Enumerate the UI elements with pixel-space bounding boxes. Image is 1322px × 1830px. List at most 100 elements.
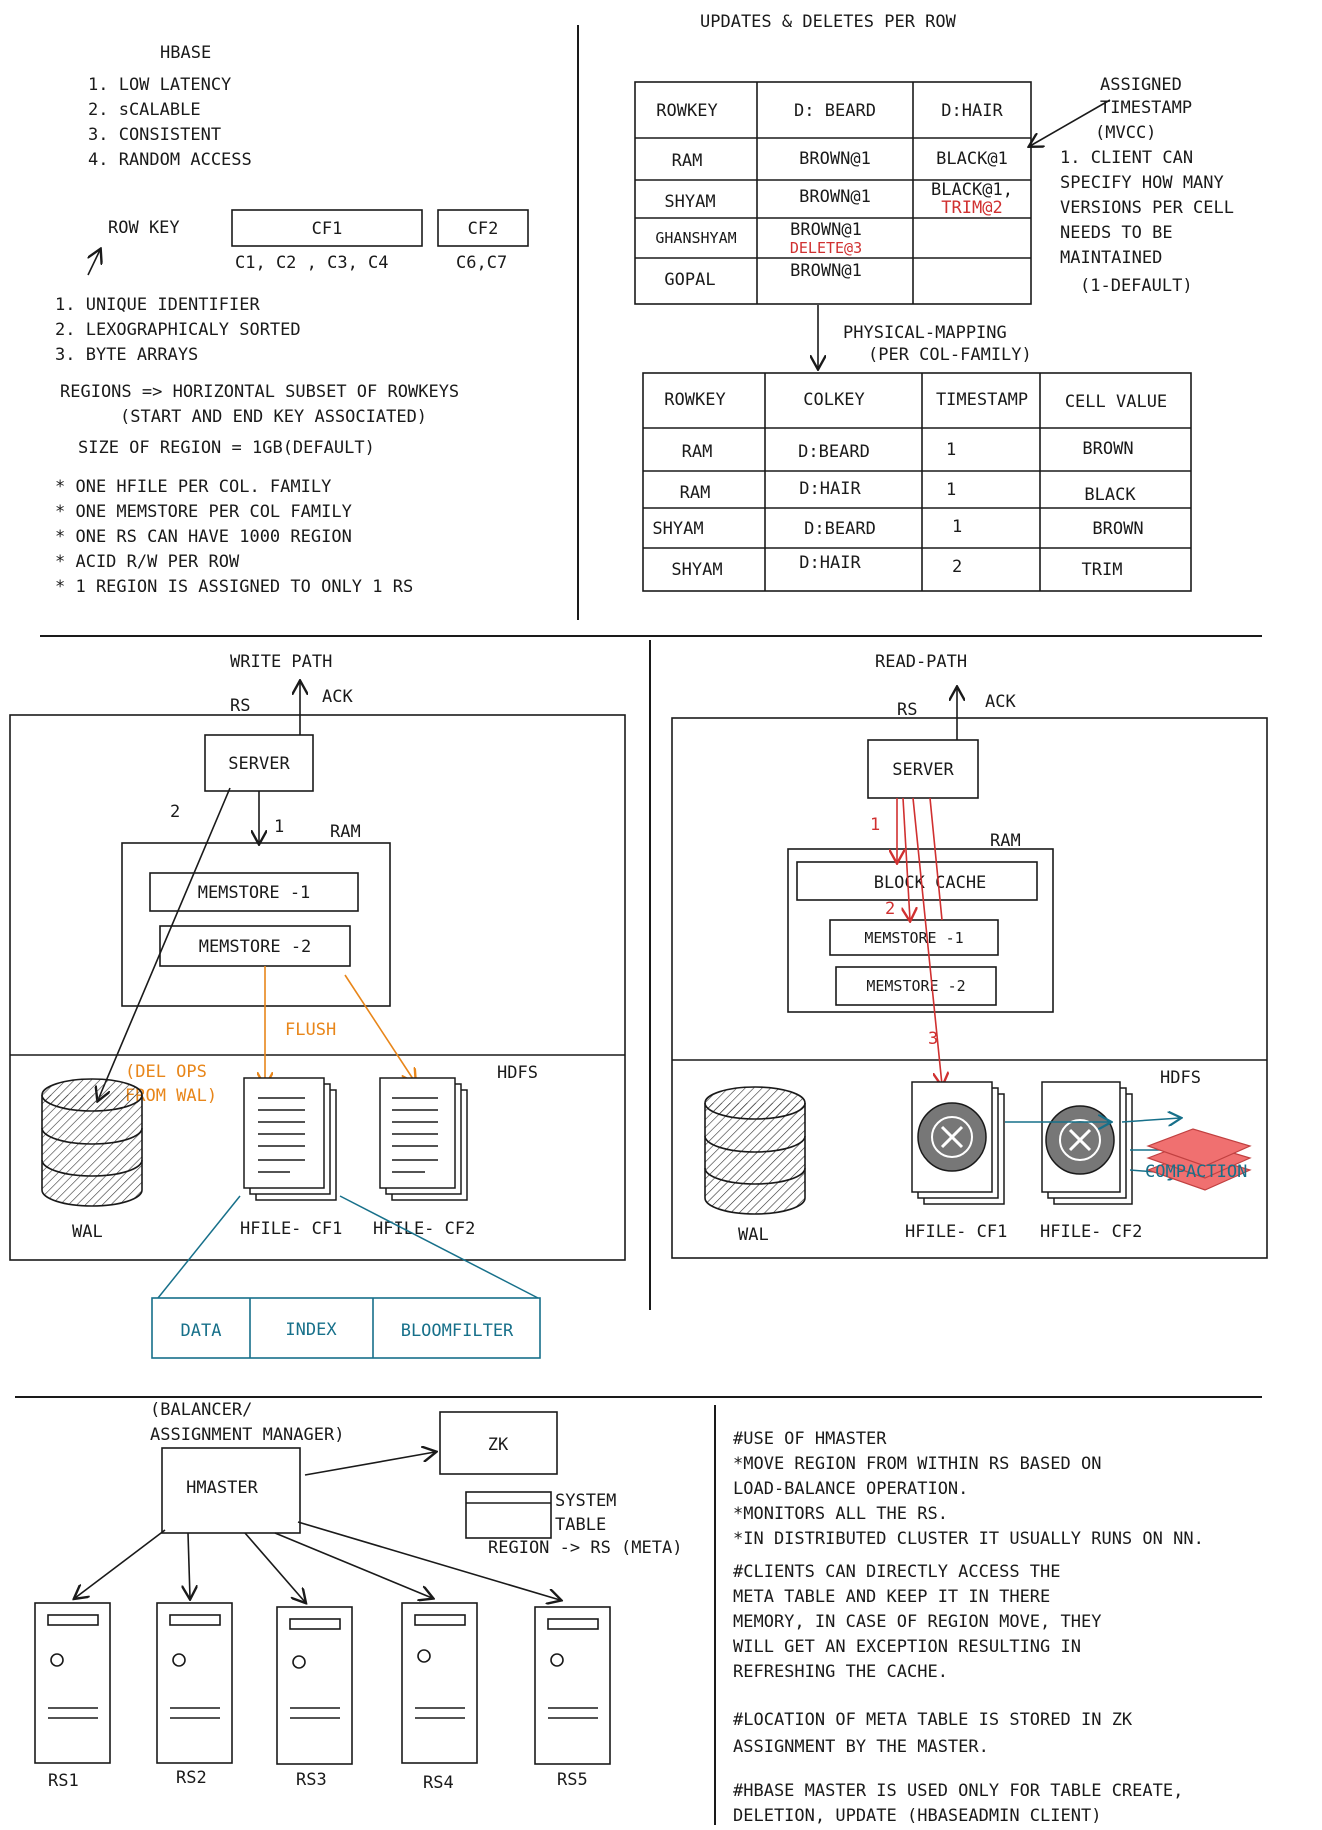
cf2-columns: C6,C7 [456,253,507,273]
physical-cell: SHYAM [652,519,703,539]
cf1-columns: C1, C2 , C3, C4 [235,253,389,273]
bullet-item: * 1 REGION IS ASSIGNED TO ONLY 1 RS [55,577,413,597]
region-meta-label: REGION -> RS (META) [488,1538,682,1558]
physical-cell: 2 [952,557,962,577]
annotation-line: (1-DEFAULT) [1080,276,1193,296]
physical-cell: BROWN [1092,519,1143,539]
note-line: *MONITORS ALL THE RS. [733,1504,948,1524]
note-line: #CLIENTS CAN DIRECTLY ACCESS THE [733,1562,1061,1582]
del-ops-label: FROM WAL) [125,1086,217,1106]
memstore1-label: MEMSTORE -1 [864,929,963,947]
read-path-section: READ-PATH ACK RS SERVER RAM BLOCK CACHE … [671,652,1268,1259]
balancer-label: ASSIGNMENT MANAGER) [150,1425,344,1445]
note-line: LOAD-BALANCE OPERATION. [733,1479,968,1499]
note-line: #USE OF HMASTER [733,1429,887,1449]
feature-item: 1. LOW LATENCY [88,75,231,95]
zk-box [439,1411,558,1475]
rs2-server-icon [156,1602,233,1764]
rs5-server-icon [534,1606,611,1765]
cf2-label: CF2 [468,219,499,239]
annotation-line: SPECIFY HOW MANY [1060,173,1224,193]
physical-cell: D:HAIR [799,479,861,499]
physical-cell: 1 [946,480,956,500]
read-step2-arrow [903,797,910,920]
physical-cell: RAM [680,483,711,503]
annotation-line: NEEDS TO BE [1060,223,1173,243]
row-key: GHANSHYAM [655,229,736,247]
memstore2-box [159,925,351,967]
hair-cell: BLACK@1 [936,149,1008,169]
hdfs-label: HDFS [497,1063,538,1083]
bullet-item: * ACID R/W PER ROW [55,552,240,572]
annotation-line: VERSIONS PER CELL [1060,198,1234,218]
hfile-cf1-deleted-icon [911,1081,1005,1205]
hair-update: TRIM@2 [941,198,1002,218]
hmaster-to-rs4-arrow [274,1532,432,1598]
physical-header: TIMESTAMP [936,390,1028,410]
rs4-server-icon [401,1602,478,1764]
feature-item: 3. CONSISTENT [88,125,221,145]
read-step3-arrow [912,797,942,1085]
row-key-label: ROW KEY [108,218,180,238]
wal-label: WAL [738,1225,769,1245]
timestamp-arrow [1030,99,1111,146]
updates-table [634,81,1032,305]
rowkey-prop: 3. BYTE ARRAYS [55,345,198,365]
zk-label: ZK [488,1435,509,1455]
hfile-cf1-label: HFILE- CF1 [240,1219,342,1239]
read-step2b-line [929,797,943,921]
physical-cell: D:BEARD [798,442,870,462]
rs-label: RS1 [48,1771,79,1791]
physical-table: ROWKEY COLKEY TIMESTAMP CELL VALUE RAM D… [642,372,1192,592]
rowkey-prop: 2. LEXOGRAPHICALY SORTED [55,320,301,340]
server-box [867,739,979,799]
memstore2-label: MEMSTORE -2 [199,937,312,957]
region-server-box [671,717,1268,1259]
hfile-cf2-label: HFILE- CF2 [373,1219,475,1239]
physical-header: CELL VALUE [1065,392,1167,412]
flush-arrow-cf2 [344,974,415,1082]
note-line: REFRESHING THE CACHE. [733,1662,948,1682]
note-line: MEMORY, IN CASE OF REGION MOVE, THEY [733,1612,1101,1632]
hfile-part: INDEX [285,1320,337,1340]
cf1-label: CF1 [312,219,343,239]
hmaster-to-rs1-arrow [75,1529,166,1598]
system-table-icon [465,1491,552,1539]
rs1-server-icon [34,1602,111,1764]
rs-label: RS3 [296,1770,327,1790]
wal-database-icon [704,1086,806,1215]
hmaster-section: (BALANCER/ ASSIGNMENT MANAGER) HMASTER Z… [34,1400,682,1793]
hdfs-label: HDFS [1160,1068,1201,1088]
rs3-server-icon [276,1606,353,1765]
hfile-structure-box [151,1297,541,1359]
updates-section: UPDATES & DELETES PER ROW ROWKEY D: BEAR… [634,12,1234,368]
hfile-cf1-label: HFILE- CF1 [905,1222,1007,1242]
read-path-title: READ-PATH [875,652,967,672]
memstore2-box [835,966,997,1006]
regions-definition-sub: (START AND END KEY ASSOCIATED) [120,407,427,427]
memstore2-label: MEMSTORE -2 [866,977,965,995]
block-cache-box [796,861,1038,901]
block-cache-label: BLOCK CACHE [874,873,987,893]
note-line: *IN DISTRIBUTED CLUSTER IT USUALLY RUNS … [733,1529,1204,1549]
annotation-line: (MVCC) [1095,123,1156,143]
row-key: RAM [672,151,703,171]
physical-cell: BROWN [1082,439,1133,459]
hmaster-to-rs2-arrow [188,1532,190,1598]
note-line: META TABLE AND KEEP IT IN THERE [733,1587,1050,1607]
cf1-box [231,209,423,247]
hfile-part: BLOOMFILTER [401,1321,514,1341]
physical-cell: BLACK [1084,485,1136,505]
read-step3-label: 3 [928,1029,938,1049]
system-table-label: TABLE [555,1515,606,1535]
note-line: WILL GET AN EXCEPTION RESULTING IN [733,1637,1081,1657]
physical-header: COLKEY [803,390,864,410]
note-line: *MOVE REGION FROM WITHIN RS BASED ON [733,1454,1101,1474]
physical-mapping-label: PHYSICAL-MAPPING [843,323,1007,343]
write-path-section: WRITE PATH ACK RS SERVER RAM 1 MEMSTORE … [9,652,626,1359]
regions-definition: REGIONS => HORIZONTAL SUBSET OF ROWKEYS [60,382,459,402]
write-path-title: WRITE PATH [230,652,332,672]
rs-label: RS [230,696,250,716]
del-ops-label: (DEL OPS [125,1062,207,1082]
